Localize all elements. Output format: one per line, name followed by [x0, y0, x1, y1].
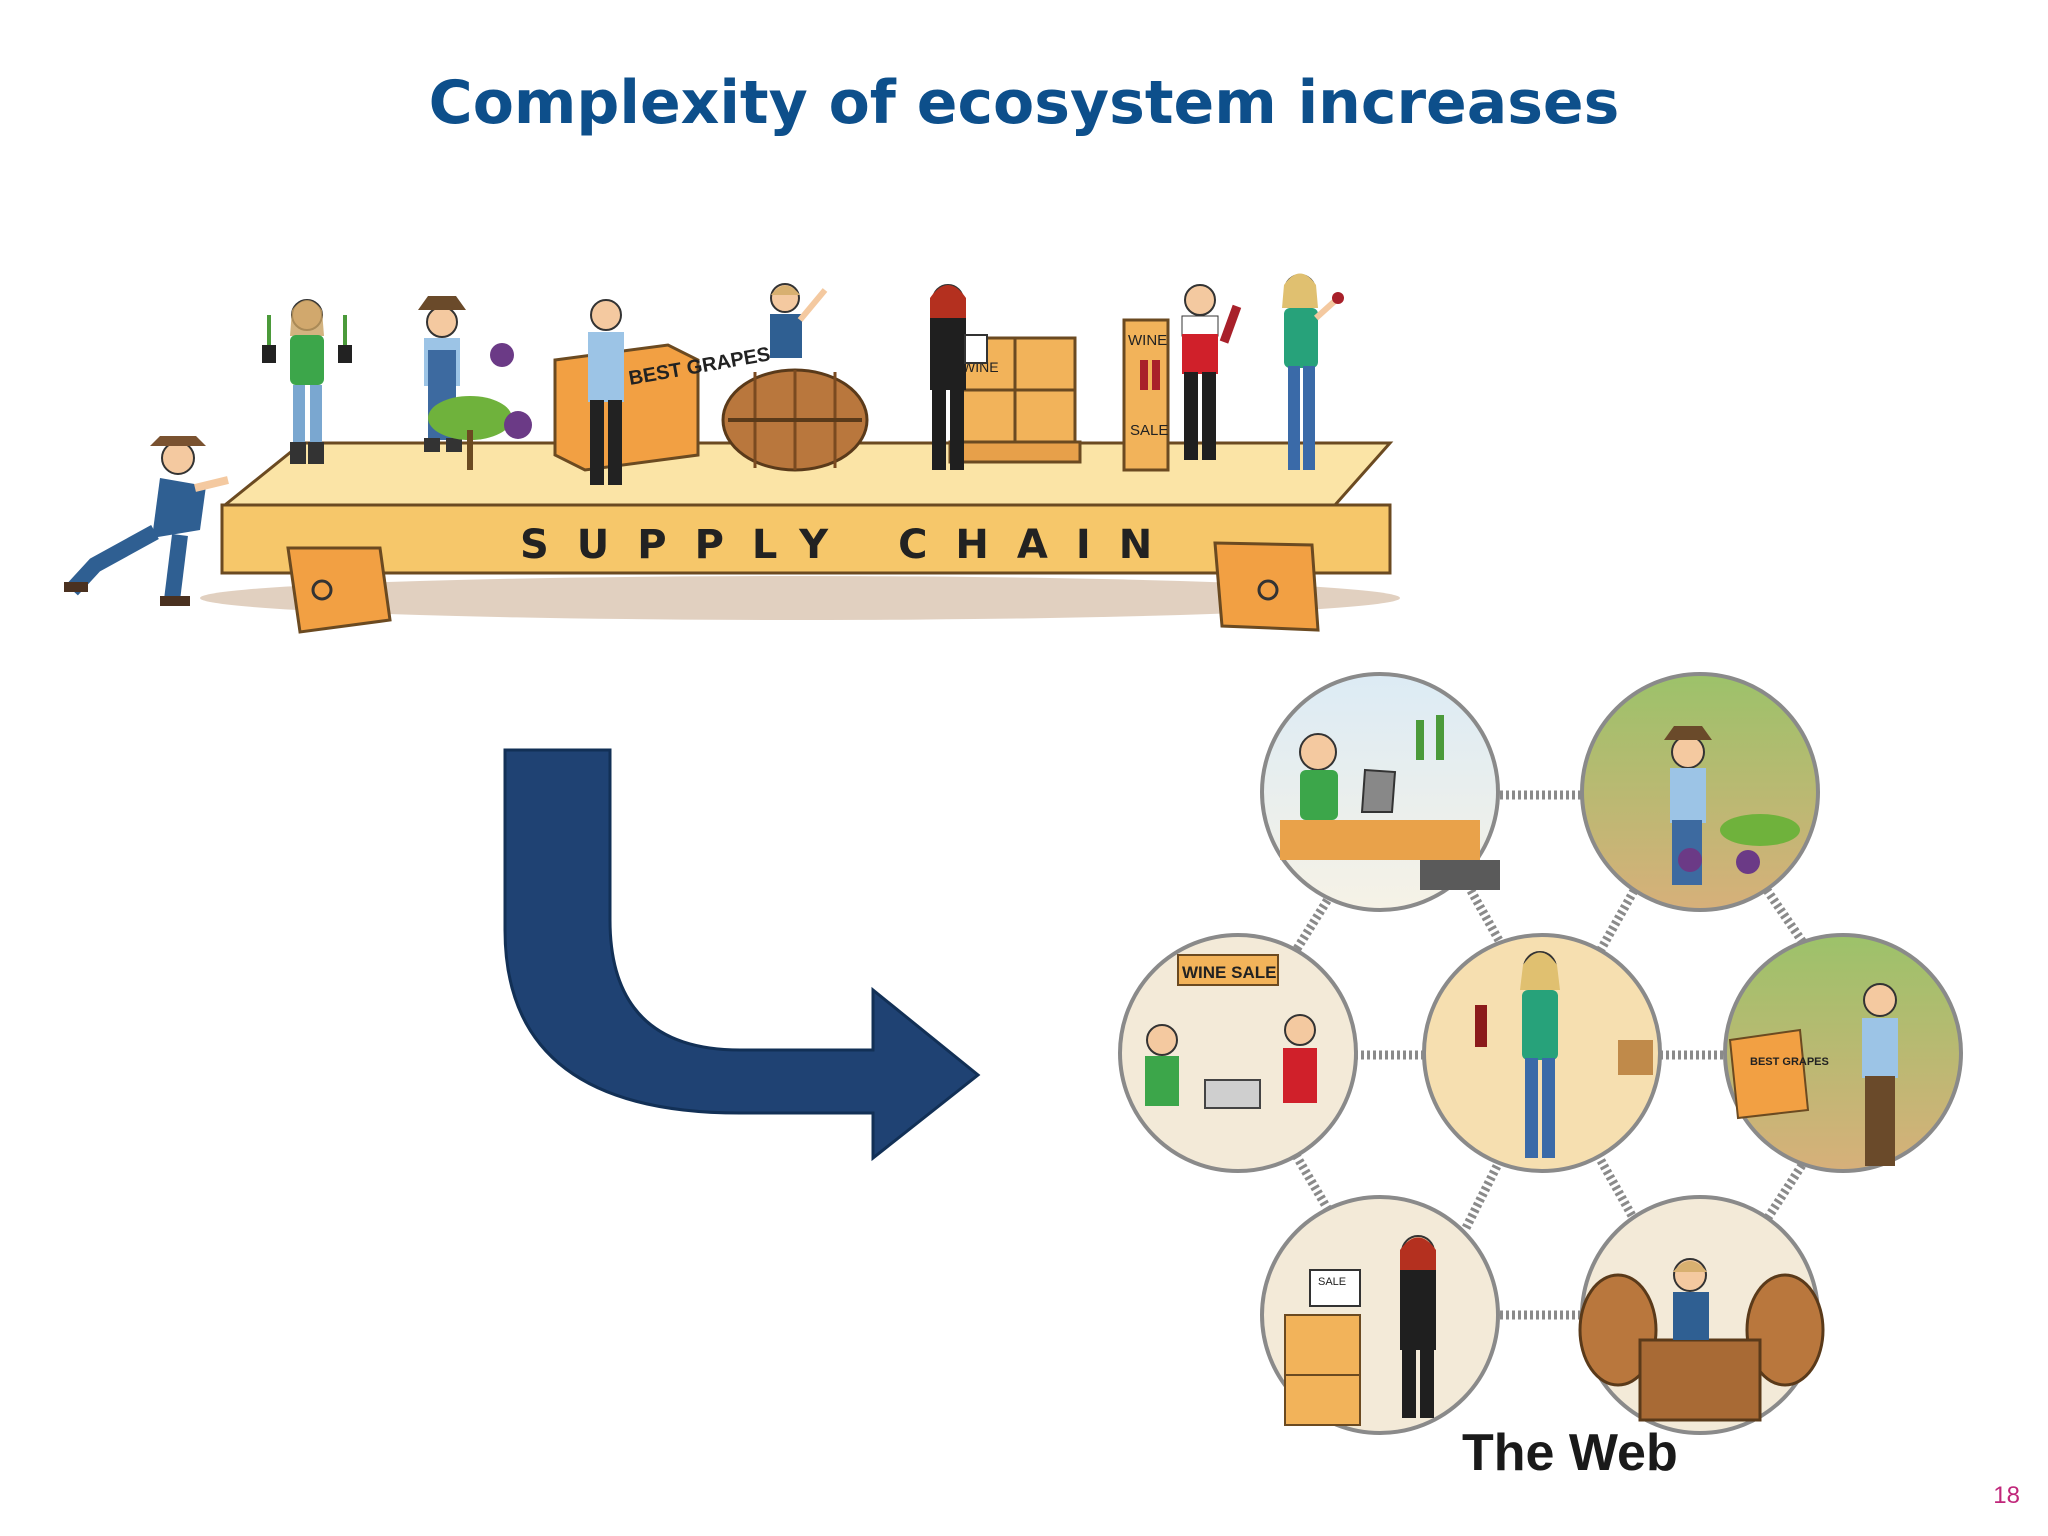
platform-front: [220, 503, 1392, 575]
sale-sign-text: SALE: [1130, 422, 1168, 439]
transition-arrow-icon: [503, 748, 981, 1162]
vine-grower-figure: [418, 296, 532, 470]
slide-title: Complexity of ecosystem increases: [428, 68, 1620, 138]
wine-crates-stack: WINE: [948, 336, 1082, 464]
page-number: 18: [1993, 1482, 2020, 1509]
pushing-farmer-figure: [64, 436, 229, 606]
the-web-label: The Web: [1462, 1424, 1678, 1482]
cellar-woman-figure: [721, 283, 869, 472]
web-node-wine-shop: WINE SALE: [1118, 933, 1358, 1173]
supply-chain-illustration: SUPPLY CHAIN: [64, 273, 1400, 634]
wine-seller-figure: WINE SALE: [1122, 284, 1242, 472]
web-illustration: WINE SALE BEST GRAPES: [1118, 672, 1963, 1482]
web-node-cellar: [1578, 1195, 1825, 1435]
wine-sign-text: WINE: [1128, 332, 1167, 349]
supply-chain-label: SUPPLY CHAIN: [520, 522, 1180, 568]
web-best-grapes-label: BEST GRAPES: [1750, 1056, 1829, 1068]
wine-sale-sign: WINE SALE: [1122, 318, 1170, 472]
consumer-woman-figure: [1282, 273, 1344, 470]
wheel-left-icon: [286, 546, 392, 634]
warehouse-woman-figure: WINE: [930, 284, 1082, 470]
web-node-grape-farm: BEST GRAPES: [1723, 933, 1963, 1173]
web-node-vineyard: [1580, 672, 1820, 912]
web-node-warehouse: SALE: [1260, 1195, 1500, 1435]
nursery-woman-figure: [262, 299, 352, 464]
web-node-consumer: [1422, 933, 1662, 1173]
wheel-right-icon: [1213, 541, 1320, 632]
platform-shadow: [200, 576, 1400, 620]
web-wine-sale-sign: WINE SALE: [1182, 963, 1276, 982]
web-node-nursery: [1260, 672, 1500, 912]
web-sale-laptop-label: SALE: [1318, 1276, 1346, 1288]
